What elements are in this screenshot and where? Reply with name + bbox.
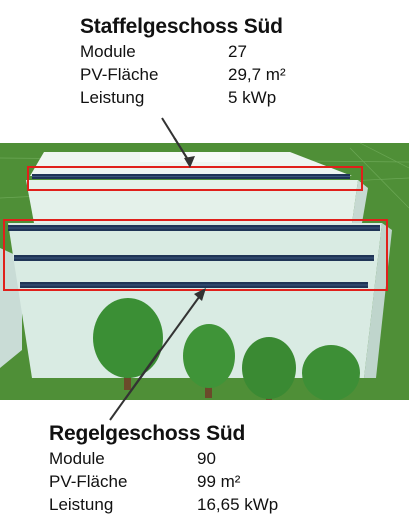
label-module: Module — [49, 449, 105, 468]
info-regelgeschoss: Regelgeschoss Süd Module 90 PV-Fläche 99… — [49, 421, 278, 516]
highlight-box-regelgeschoss — [3, 219, 388, 291]
title-staffelgeschoss: Staffelgeschoss Süd — [80, 15, 283, 38]
building-scene — [0, 138, 409, 400]
label-leistung: Leistung — [49, 495, 114, 514]
value-leistung: 5 kWp — [228, 88, 277, 107]
staffelgeschoss-body — [26, 180, 358, 223]
tree-crown — [183, 324, 235, 388]
tree-crown — [302, 345, 360, 400]
title-regelgeschoss: Regelgeschoss Süd — [49, 422, 246, 445]
value-pv-flaeche: 29,7 m² — [228, 65, 286, 84]
tree-crown — [242, 337, 296, 399]
value-module: 27 — [228, 42, 247, 61]
label-pv-flaeche: PV-Fläche — [49, 472, 128, 491]
value-module: 90 — [197, 449, 216, 468]
arrowhead-regelgeschoss — [194, 288, 206, 301]
trees — [93, 298, 360, 400]
pv-cell-lines — [8, 176, 380, 286]
row-pv-flaeche: PV-Fläche 29,7 m² — [80, 63, 286, 86]
staffelgeschoss-side — [352, 180, 368, 223]
label-leistung: Leistung — [80, 88, 145, 107]
row-module: Module 90 — [49, 447, 278, 470]
side-building — [0, 248, 22, 368]
info-staffelgeschoss: Staffelgeschoss Süd Module 27 PV-Fläche … — [80, 14, 286, 109]
row-leistung: Leistung 5 kWp — [80, 86, 286, 109]
value-pv-flaeche: 99 m² — [197, 472, 241, 491]
row-module: Module 27 — [80, 40, 286, 63]
highlight-box-staffelgeschoss — [27, 166, 363, 191]
row-pv-flaeche: PV-Fläche 99 m² — [49, 470, 278, 493]
lower-floors-side — [364, 223, 392, 378]
row-leistung: Leistung 16,65 kWp — [49, 493, 278, 516]
value-leistung: 16,65 kWp — [197, 495, 279, 514]
label-module: Module — [80, 42, 136, 61]
label-pv-flaeche: PV-Fläche — [80, 65, 159, 84]
tree-crown — [93, 298, 163, 378]
